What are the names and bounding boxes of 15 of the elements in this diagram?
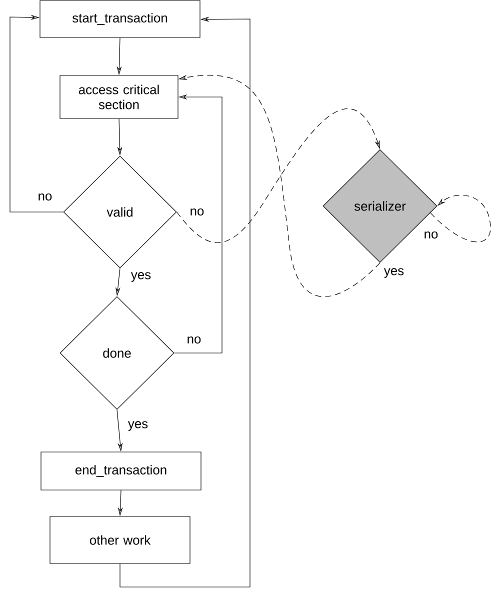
arrow	[176, 108, 380, 243]
edge-label: no	[188, 207, 206, 217]
edge-label: no	[36, 192, 54, 202]
process-box: access critical section	[60, 75, 178, 119]
process-box: start_transaction	[40, 0, 200, 38]
edge-label: yes	[126, 420, 150, 432]
arrow	[10, 14, 64, 212]
edge-label: yes	[382, 267, 406, 279]
edge-label: no	[186, 335, 202, 345]
arrow	[430, 194, 491, 242]
process-box: end_transaction	[40, 452, 202, 490]
edge-label: no	[422, 230, 440, 240]
edge-label: yes	[130, 271, 152, 283]
process-box: other work	[50, 516, 190, 564]
arrow	[174, 94, 222, 354]
